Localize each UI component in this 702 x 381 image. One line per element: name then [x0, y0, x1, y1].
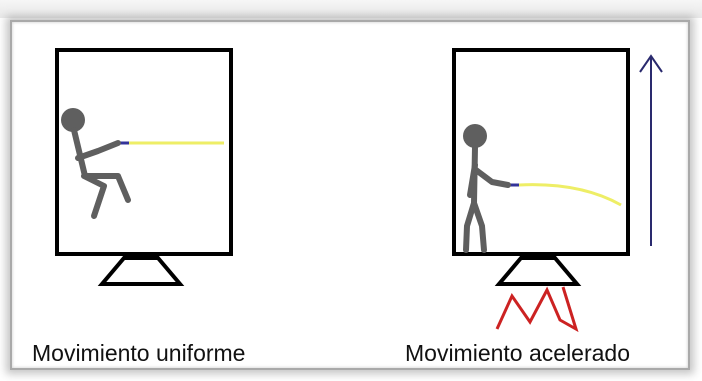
caption-uniform-motion: Movimiento uniforme [32, 340, 245, 367]
elevator-box-uniform [57, 50, 231, 254]
accelerated-motion-scene [454, 50, 662, 329]
stick-figure-accelerated [463, 124, 508, 250]
rope-accelerated [519, 185, 621, 205]
zigzag-flame-icon [497, 287, 576, 329]
caption-accelerated-motion: Movimiento acelerado [405, 340, 630, 367]
elevator-base-accelerated [499, 258, 577, 284]
elevator-base-uniform [102, 258, 180, 284]
stick-figure-uniform [61, 108, 128, 216]
uniform-motion-scene [57, 50, 231, 284]
up-arrow-icon [640, 56, 662, 246]
